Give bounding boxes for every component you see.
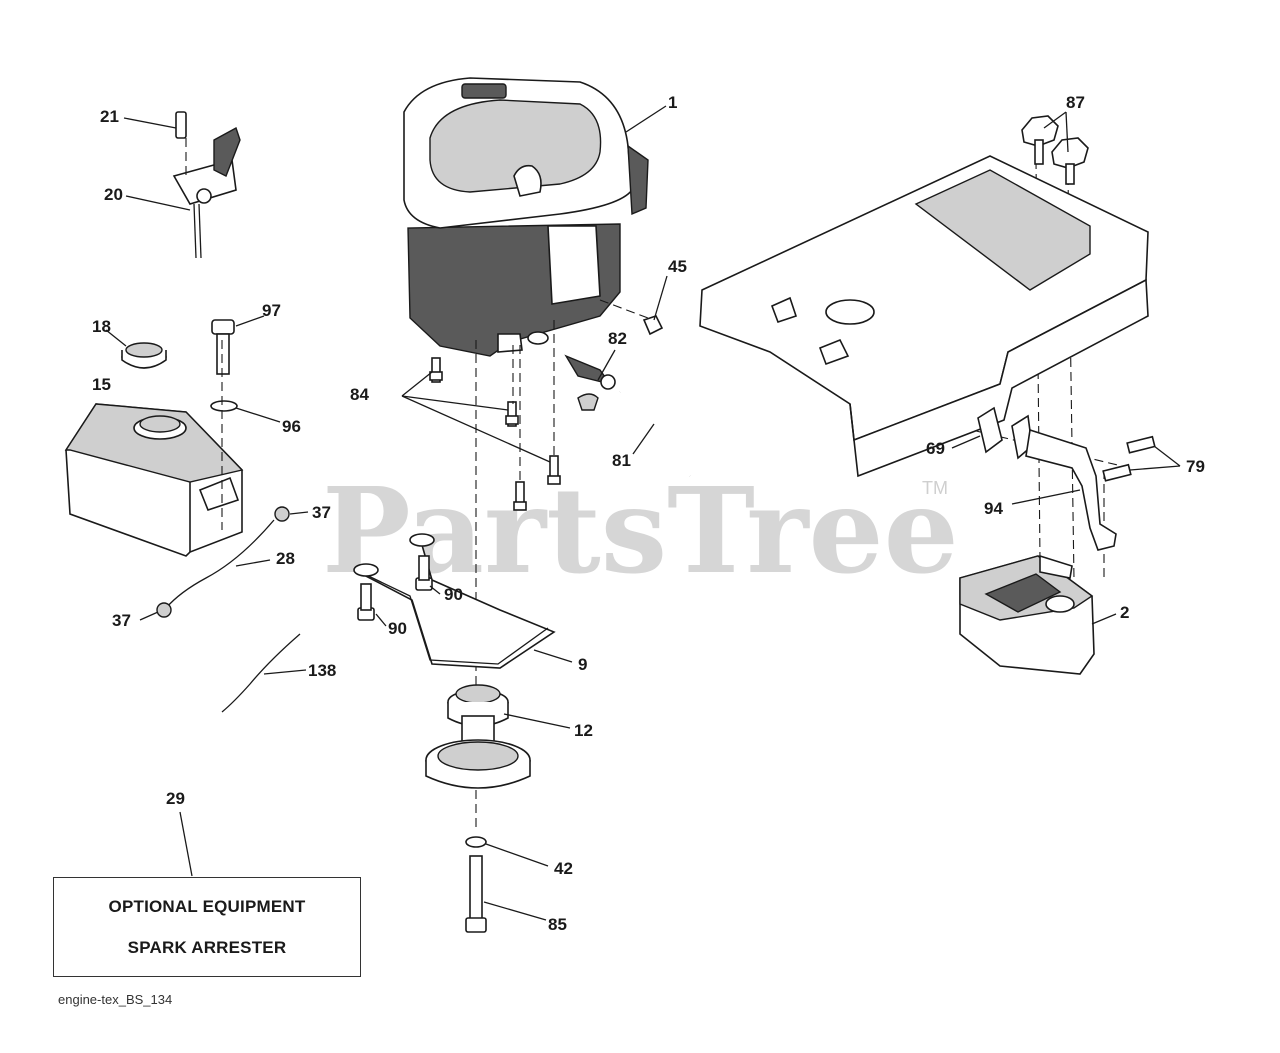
bolt-97	[210, 319, 238, 412]
knob-87a	[1021, 115, 1059, 165]
engine	[403, 77, 649, 357]
callout-45: 45	[668, 257, 687, 276]
fuel-tank	[64, 403, 244, 557]
callout-15: 15	[92, 375, 111, 394]
throttle-control	[172, 111, 241, 259]
callout-96: 96	[282, 417, 301, 436]
callout-82: 82	[608, 329, 627, 348]
spark-arrester-label: SPARK ARRESTER	[127, 937, 287, 957]
callout-1: 1	[668, 93, 677, 112]
callout-9: 9	[578, 655, 587, 674]
callout-29: 29	[166, 789, 185, 808]
optional-equipment-box: OPTIONAL EQUIPMENT SPARK ARRESTER	[53, 877, 361, 977]
callout-79: 79	[1186, 457, 1205, 476]
callout-84: 84	[350, 385, 369, 404]
callout-81: 81	[612, 451, 631, 470]
callout-42: 42	[554, 859, 573, 878]
callout-21: 21	[100, 107, 119, 126]
callout-94: 94	[984, 499, 1003, 518]
exhaust-pipe-94	[1025, 428, 1117, 551]
callout-138: 138	[308, 661, 336, 680]
fuel-cap	[121, 342, 167, 369]
fuel-line-28	[156, 506, 290, 618]
optional-equipment-label: OPTIONAL EQUIPMENT	[108, 896, 306, 916]
bolt-90a	[415, 555, 433, 591]
muffler-2	[959, 554, 1095, 675]
callout-18: 18	[92, 317, 111, 336]
callout-37a: 37	[312, 503, 331, 522]
fuel-hose-81	[619, 387, 692, 478]
bolt-85	[465, 855, 487, 933]
nut-45	[642, 315, 664, 336]
callout-90b: 90	[388, 619, 407, 638]
watermark-tm: TM	[922, 478, 948, 498]
callout-28: 28	[276, 549, 295, 568]
callout-20: 20	[104, 185, 123, 204]
callout-12: 12	[574, 721, 593, 740]
screws-79	[1102, 435, 1156, 482]
engine-bracket-9	[353, 533, 556, 669]
leader-lines	[105, 105, 1181, 921]
engine-bolts-84	[429, 357, 561, 511]
fuel-line-138	[221, 633, 301, 713]
knob-87b	[1051, 137, 1089, 185]
chassis-plate	[699, 155, 1149, 478]
callout-97: 97	[262, 301, 281, 320]
bolt-90b	[357, 583, 375, 621]
diagram-code: engine-tex_BS_134	[58, 992, 173, 1007]
callout-69: 69	[926, 439, 945, 458]
pulley-12	[425, 684, 531, 789]
callout-85: 85	[548, 915, 567, 934]
callout-2: 2	[1120, 603, 1129, 622]
callout-87: 87	[1066, 93, 1085, 112]
callout-90a: 90	[444, 585, 463, 604]
callout-37b: 37	[112, 611, 131, 630]
washer-42	[465, 836, 487, 848]
